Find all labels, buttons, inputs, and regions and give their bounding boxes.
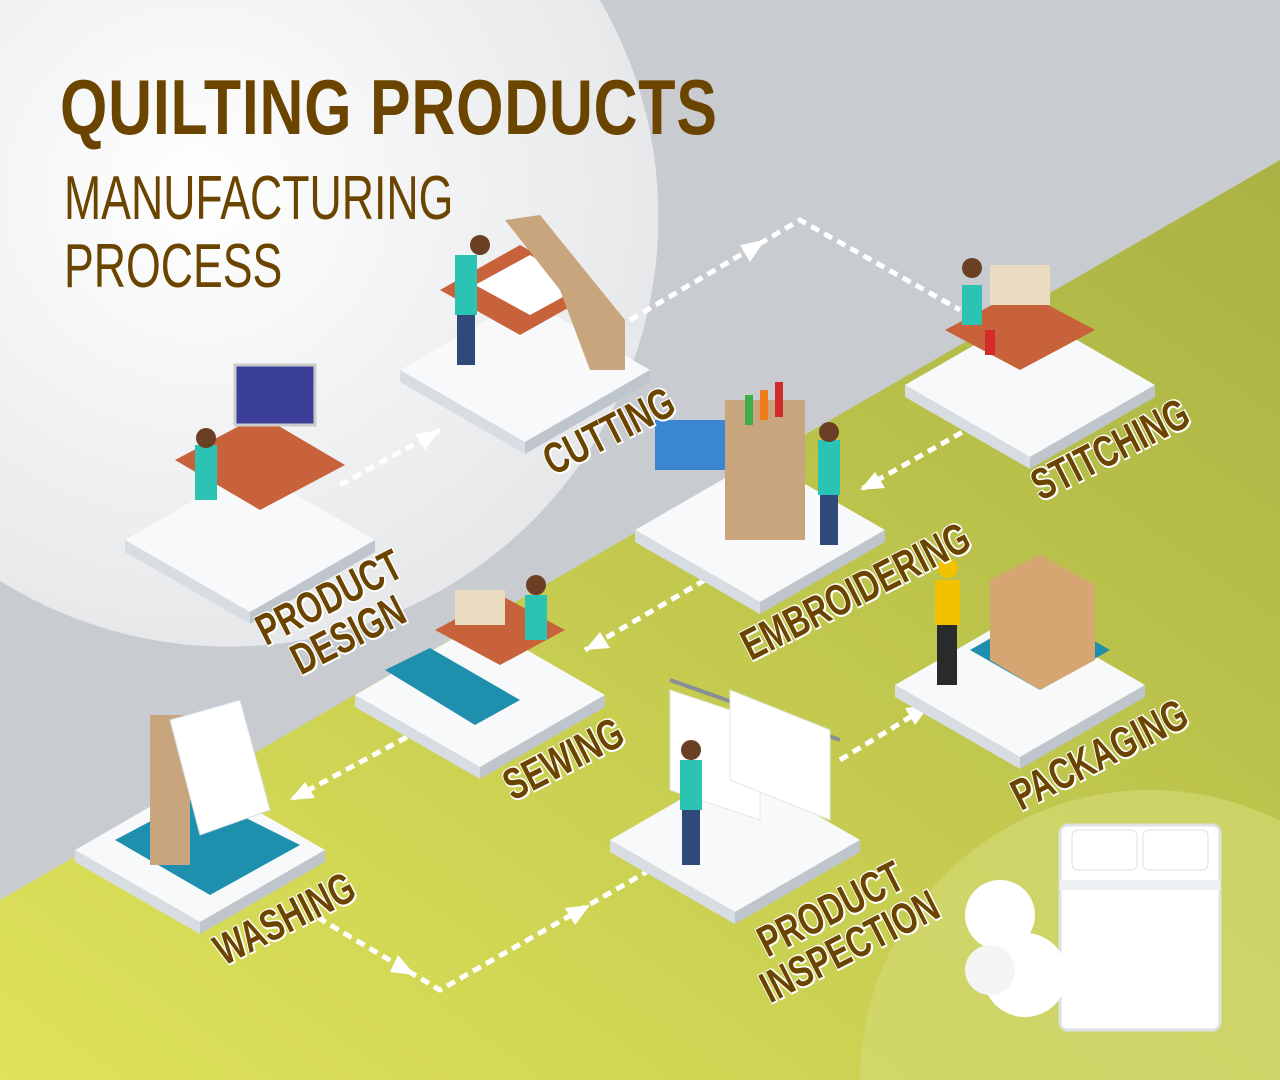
arrow-inspection-to-packaging <box>838 702 932 763</box>
packaging-cart-illustration <box>935 555 1110 690</box>
page-title: QUILTING PRODUCTS <box>60 63 718 151</box>
arrow-cutting-to-stitching <box>628 217 962 323</box>
arrow-embroidering-to-sewing <box>583 577 707 653</box>
arrow-heads <box>290 240 930 975</box>
platform-product-design <box>125 468 375 624</box>
light-circle <box>0 0 659 647</box>
page-subtitle-line2: PROCESS <box>64 232 283 301</box>
cotton-illustration <box>965 880 1067 1017</box>
page-subtitle-line1: MANUFACTURING <box>64 164 454 233</box>
computer-desk-illustration <box>175 363 345 510</box>
sewing-desk-illustration <box>385 575 565 725</box>
quilt-product-illustration <box>1058 823 1222 1032</box>
washing-machine-illustration <box>115 699 300 895</box>
arrow-sewing-to-washing <box>288 727 422 803</box>
inspection-rack-illustration <box>669 678 841 865</box>
illustrations <box>115 215 1222 1032</box>
embroidery-machine-illustration <box>655 382 840 545</box>
cutting-machine-illustration <box>440 215 625 370</box>
platform-stitching <box>905 313 1155 469</box>
stitching-desk-illustration <box>945 258 1095 370</box>
platforms <box>75 298 1155 934</box>
